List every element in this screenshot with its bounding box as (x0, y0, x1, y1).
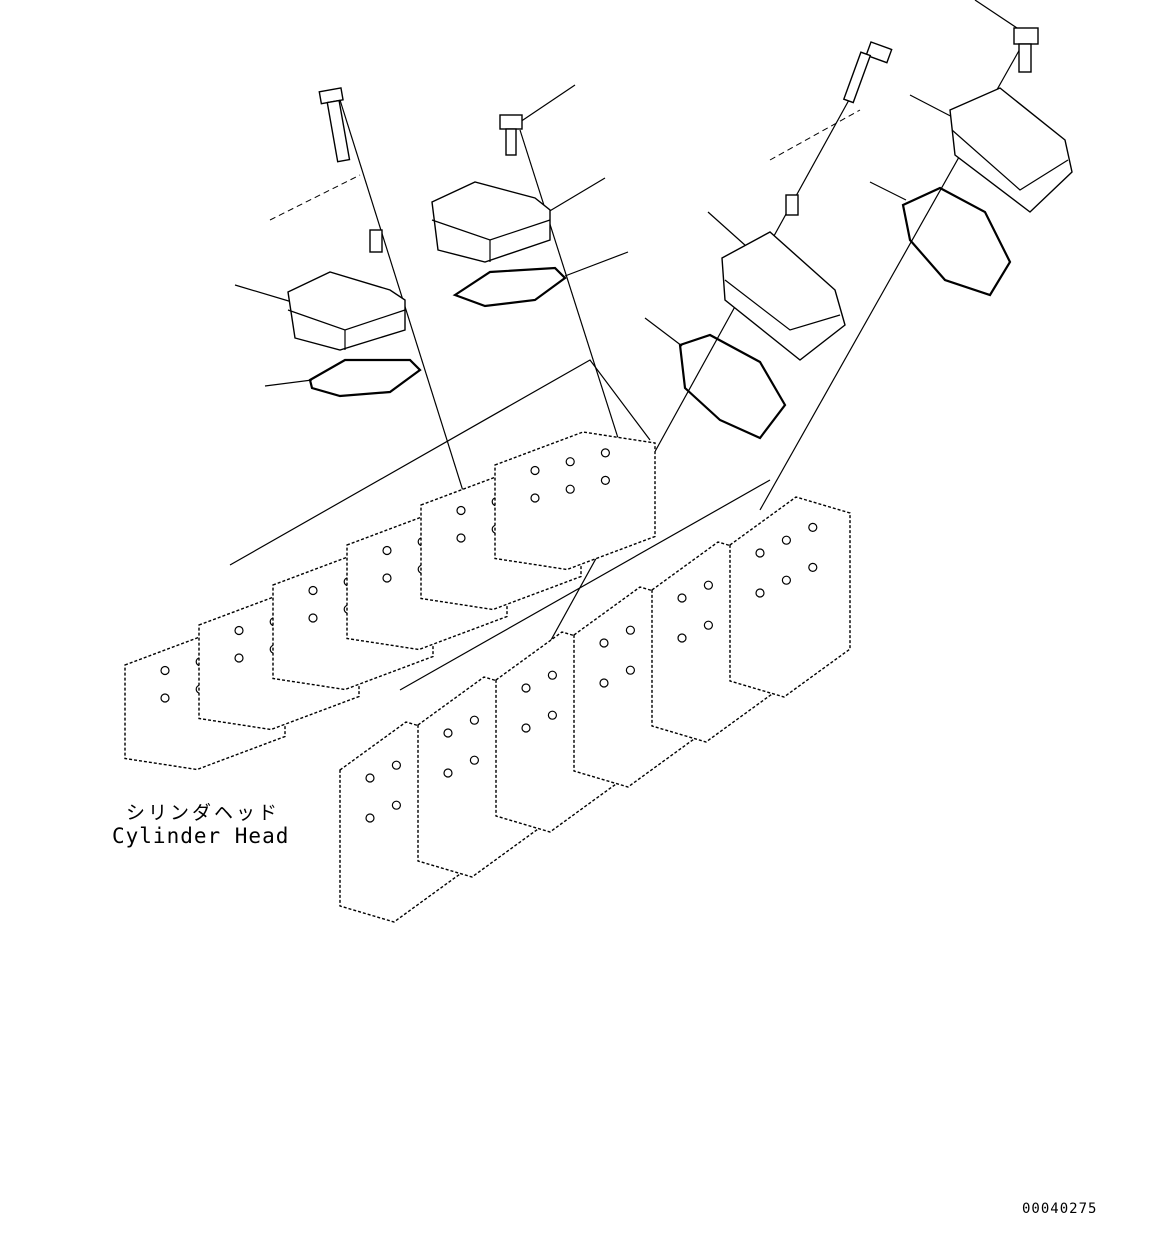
gasket-4 (901, 186, 1012, 297)
head-cover-1 (287, 271, 406, 351)
gasket-2 (452, 266, 567, 308)
bolt-3 (842, 41, 893, 104)
spacer-2 (785, 194, 799, 216)
bolt-1 (318, 87, 351, 163)
part-label-english: Cylinder Head (112, 824, 290, 848)
head-cover-3 (721, 231, 846, 361)
head-cover-2 (431, 181, 551, 263)
cylinder-heads-row-1 (124, 431, 656, 771)
leader-lines (234, 0, 1021, 387)
head-cover-4 (949, 87, 1073, 213)
part-label-japanese: シリンダヘッド (126, 802, 281, 824)
cylinder-head-row1-6 (494, 431, 656, 571)
gasket-1 (308, 358, 422, 398)
bolt-2 (499, 114, 523, 156)
cylinder-heads-row-2 (339, 496, 851, 923)
gasket-3 (678, 333, 787, 440)
bolt-4 (1013, 27, 1039, 73)
cylinder-head-row2-6 (729, 496, 851, 698)
spacer-1 (369, 229, 383, 253)
drawing-code: 00040275 (1022, 1201, 1098, 1217)
